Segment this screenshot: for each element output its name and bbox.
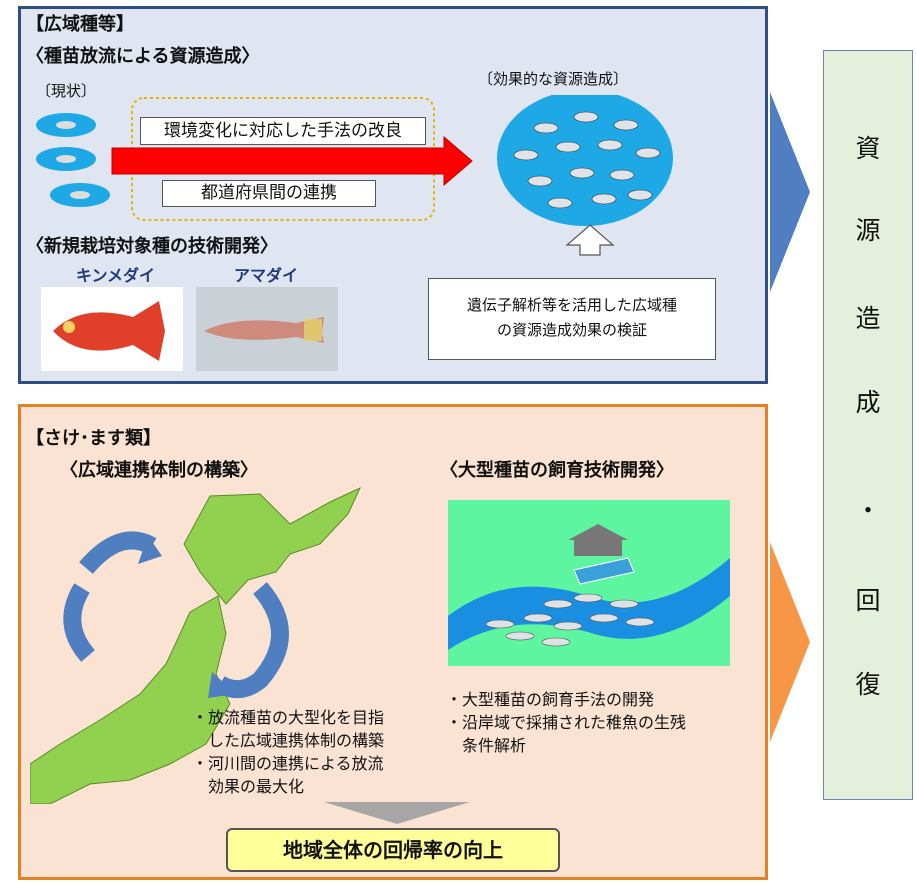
hokkaido-shape — [183, 486, 362, 605]
side-char-5: ・ — [855, 496, 881, 525]
left-notes: ・放流種苗の大型化を目指 した広域連携体制の構築 ・河川間の連携による放流 効果… — [192, 706, 384, 798]
bottom-heading-cooperation: 〈広域連携体制の構築〉 — [60, 460, 258, 481]
side-char-6: 回 — [855, 586, 881, 615]
amadai-photo — [196, 287, 338, 371]
result-box: 地域全体の回帰率の向上 — [226, 828, 560, 872]
fish-label-amadai: アマダイ — [234, 266, 299, 285]
verification-line-2: の資源造成効果の検証 — [496, 321, 647, 339]
verification-line-1: 遺伝子解析等を活用した広域種 — [466, 296, 677, 314]
verification-box: 遺伝子解析等を活用した広域種 の資源造成効果の検証 — [428, 278, 716, 360]
large-seed-rearing-illustration — [448, 500, 730, 666]
cycle-arrowhead-left — [138, 536, 162, 564]
resource-recovery-box: 資 源 造 成 ・ 回 復 — [823, 50, 913, 800]
side-char-2: 源 — [855, 216, 881, 245]
top-heading-seed-release: 〈種苗放流による資源造成〉 — [26, 46, 260, 67]
honshu-shape — [30, 595, 231, 804]
left-note-2: した広域連携体制の構築 — [192, 731, 385, 750]
cycle-arrowhead-right — [208, 672, 236, 698]
up-arrow — [565, 224, 615, 256]
right-notes: ・大型種苗の飼育手法の開発 ・沿岸域で採捕された稚魚の生残 条件解析 — [446, 688, 686, 757]
left-note-1: ・放流種苗の大型化を目指 — [192, 708, 385, 727]
kinmedai-photo — [41, 287, 183, 371]
bottom-heading-large-seed: 〈大型種苗の飼育技術開発〉 — [440, 460, 674, 481]
right-note-2: ・沿岸域で採捕された稚魚の生残 — [446, 713, 687, 732]
right-note-3: 条件解析 — [446, 736, 527, 755]
left-note-3: ・河川間の連携による放流 — [192, 754, 384, 773]
current-ocean-small-2 — [36, 147, 96, 171]
side-char-7: 復 — [855, 670, 881, 699]
orange-connector-arrow — [770, 542, 810, 742]
effective-label: 〔効果的な資源造成〕 — [478, 70, 629, 88]
top-heading-new-species: 〈新規栽培対象種の技術開発〉 — [26, 236, 278, 257]
current-ocean-small-3 — [50, 183, 110, 207]
left-note-4: 効果の最大化 — [192, 777, 305, 796]
current-ocean-small-1 — [36, 113, 96, 137]
side-char-3: 造 — [855, 304, 881, 333]
side-char-4: 成 — [855, 388, 881, 417]
cycle-arrow-left — [63, 583, 96, 662]
japan-map — [30, 486, 362, 804]
blue-connector-arrow — [770, 92, 810, 292]
down-triangle — [324, 802, 470, 824]
bottom-tag: 【さけ･ます類】 — [26, 428, 161, 449]
method-improvement-box: 環境変化に対応した手法の改良 — [140, 117, 426, 145]
top-tag: 【広域種等】 — [26, 14, 134, 35]
seed-release-diagram — [36, 95, 673, 256]
side-char-1: 資 — [855, 134, 881, 163]
fish-label-kinmedai: キンメダイ — [76, 266, 156, 285]
red-arrow — [111, 135, 473, 187]
prefecture-cooperation-box: 都道府県間の連携 — [162, 180, 376, 207]
method-dashed-frame — [131, 97, 435, 221]
right-note-1: ・大型種苗の飼育手法の開発 — [446, 690, 655, 709]
effective-ocean-fish-school — [497, 95, 673, 226]
cycle-arrow-right — [215, 582, 289, 699]
current-label: 〔現状〕 — [36, 82, 97, 100]
